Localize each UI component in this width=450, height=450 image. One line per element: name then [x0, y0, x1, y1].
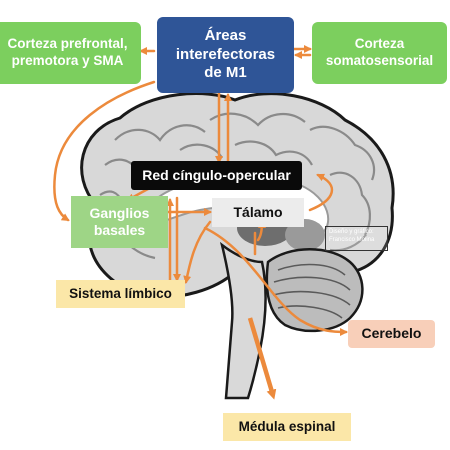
somato-line-1: Corteza	[354, 36, 405, 52]
m1-areas-box: Áreas interefectoras de M1	[157, 17, 294, 93]
cerebelo-label: Cerebelo	[361, 325, 422, 342]
medula-label: Médula espinal	[238, 418, 336, 434]
watermark-line-2: Francisco Molina	[329, 236, 375, 243]
basal-ganglia-box: Ganglios basales	[71, 196, 168, 248]
prefrontal-cortex-box: Corteza prefrontal, premotora y SMA	[0, 22, 141, 84]
m1-line-1: Áreas	[204, 26, 247, 44]
ganglios-line-2: basales	[93, 222, 146, 238]
prefrontal-line-2: premotora y SMA	[11, 53, 124, 68]
arrow-talamo-cingulo	[308, 173, 334, 212]
brainstem	[219, 241, 267, 400]
ganglios-line-1: Ganglios	[89, 204, 150, 221]
somato-line-2: somatosensorial	[325, 53, 434, 68]
watermark-line-1: Diseño y gráfico:	[329, 229, 374, 235]
prefrontal-line-1: Corteza prefrontal,	[7, 36, 128, 52]
arrow-talamo-limbico	[183, 220, 212, 284]
m1-line-3: de M1	[204, 64, 247, 82]
credit-watermark: Diseño y gráfico: Francisco Molina	[325, 226, 388, 251]
somatosensory-cortex-box: Corteza somatosensorial	[312, 22, 447, 84]
cingulo-opercular-box: Red cíngulo-opercular	[131, 161, 302, 190]
connection-arrows	[53, 45, 348, 336]
cerebellum	[265, 248, 364, 333]
limbic-system-box: Sistema límbico	[56, 280, 185, 308]
talamo-label: Tálamo	[233, 203, 283, 220]
spinal-cord-box: Médula espinal	[223, 413, 351, 441]
cerebellum-box: Cerebelo	[348, 320, 435, 348]
arrow-m1-ganglios	[53, 80, 156, 222]
thalamus-box: Tálamo	[212, 198, 304, 227]
cingulo-label: Red cíngulo-opercular	[142, 166, 291, 183]
arrow-talamo-cerebelo	[203, 226, 348, 336]
m1-line-2: interefectoras	[175, 45, 276, 63]
arrow-spinal	[247, 317, 277, 400]
limbico-label: Sistema límbico	[69, 285, 172, 301]
